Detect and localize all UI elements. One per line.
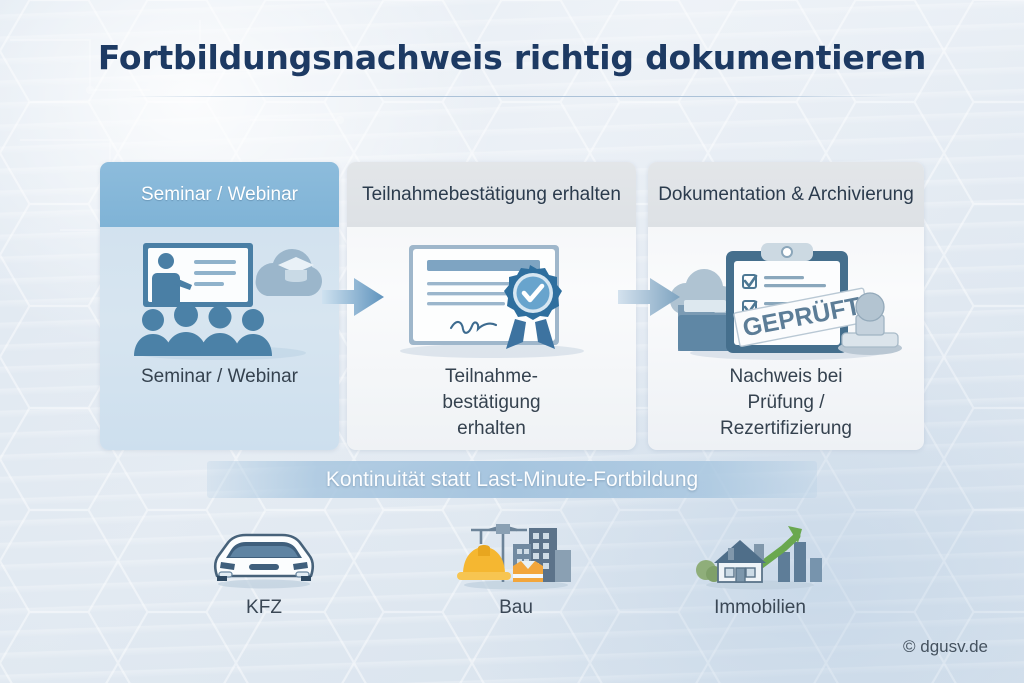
sector-immobilien: Immobilien (640, 516, 880, 619)
documentation-archiving-illustration: GEPRÜFT (648, 227, 924, 367)
sector-label: KFZ (246, 597, 282, 618)
step-card-caption: Seminar / Webinar (141, 366, 298, 387)
step-card-caption: Nachweis bei Prüfung / Rezertifizierung (720, 366, 852, 440)
step-card-header: Teilnahmebestätigung erhalten (347, 162, 636, 227)
flow-arrow-step1-to-step2 (322, 274, 384, 320)
award-rosette-check (504, 265, 562, 349)
certificate-illustration (347, 227, 636, 367)
car-front-icon (144, 516, 384, 590)
copyright-credit: © dgusv.de (903, 637, 988, 656)
page-title: Fortbildungsnachweis richtig dokumentier… (97, 38, 927, 77)
sector-label: Bau (499, 597, 533, 618)
tagline-banner: Kontinuität statt Last-Minute-Fortbildun… (207, 461, 817, 498)
step-card-header: Seminar / Webinar (100, 162, 339, 227)
real-estate-growth-icon (640, 516, 880, 590)
house (714, 540, 766, 583)
cloud-with-graduation-cap (255, 248, 322, 296)
sector-bau: Bau (396, 516, 636, 619)
step-card-header: Dokumentation & Archivierung (648, 162, 924, 227)
step-card-documentation: Dokumentation & Archivierung (648, 162, 924, 450)
sector-kfz: KFZ (144, 516, 384, 619)
process-steps-row: Seminar / Webinar (100, 162, 924, 450)
rubber-stamp (838, 292, 902, 355)
sector-label: Immobilien (714, 597, 806, 618)
construction-site-icon (396, 516, 636, 590)
sector-icons-row: KFZ (100, 516, 924, 628)
presenter-at-whiteboard (143, 243, 253, 307)
seminar-presentation-illustration (100, 227, 339, 367)
safety-vest (513, 561, 543, 582)
audience-figures (134, 303, 272, 356)
step-card-caption: Teilnahme- bestätigung erhalten (442, 366, 541, 440)
signature (449, 321, 498, 334)
step-card-certificate: Teilnahmebestätigung erhalten (347, 162, 636, 450)
title-divider (130, 96, 894, 97)
hard-hat (457, 545, 511, 580)
step-card-seminar: Seminar / Webinar (100, 162, 339, 450)
flow-arrow-step2-to-step3 (618, 274, 680, 320)
